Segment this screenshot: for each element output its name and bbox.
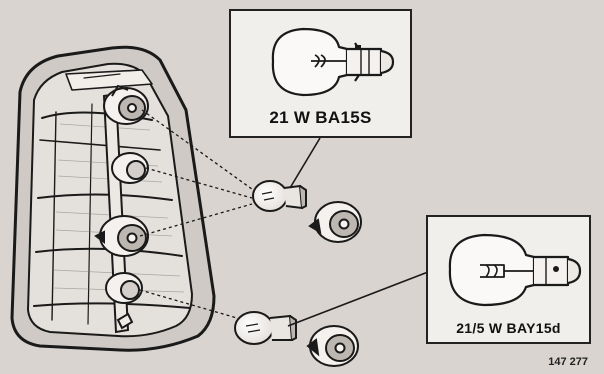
- socket-cap-lower: [306, 325, 359, 367]
- bulb-callout-lower: 21/5 W BAY15d: [426, 215, 591, 344]
- socket-lower: [94, 215, 149, 257]
- bulb-callout-upper: 21 W BA15S: [229, 9, 412, 138]
- bulb-label-lower: 21/5 W BAY15d: [456, 320, 561, 336]
- socket-bottom: [105, 272, 143, 330]
- callout-lines: [287, 137, 429, 327]
- bulb-label-upper: 21 W BA15S: [269, 108, 372, 127]
- bulb-bay15d-icon: [448, 233, 582, 307]
- bulb-21w-exploded: [252, 180, 307, 212]
- socket-middle: [111, 152, 149, 184]
- lamp-housing: [10, 45, 216, 352]
- bulb-21-5w-exploded: [234, 311, 297, 345]
- socket-top: [103, 84, 149, 125]
- bulb-ba15s-icon: [271, 27, 395, 97]
- figure-number: 147 277: [548, 356, 588, 368]
- leader-lines: [139, 109, 257, 321]
- socket-cap-upper: [308, 201, 362, 243]
